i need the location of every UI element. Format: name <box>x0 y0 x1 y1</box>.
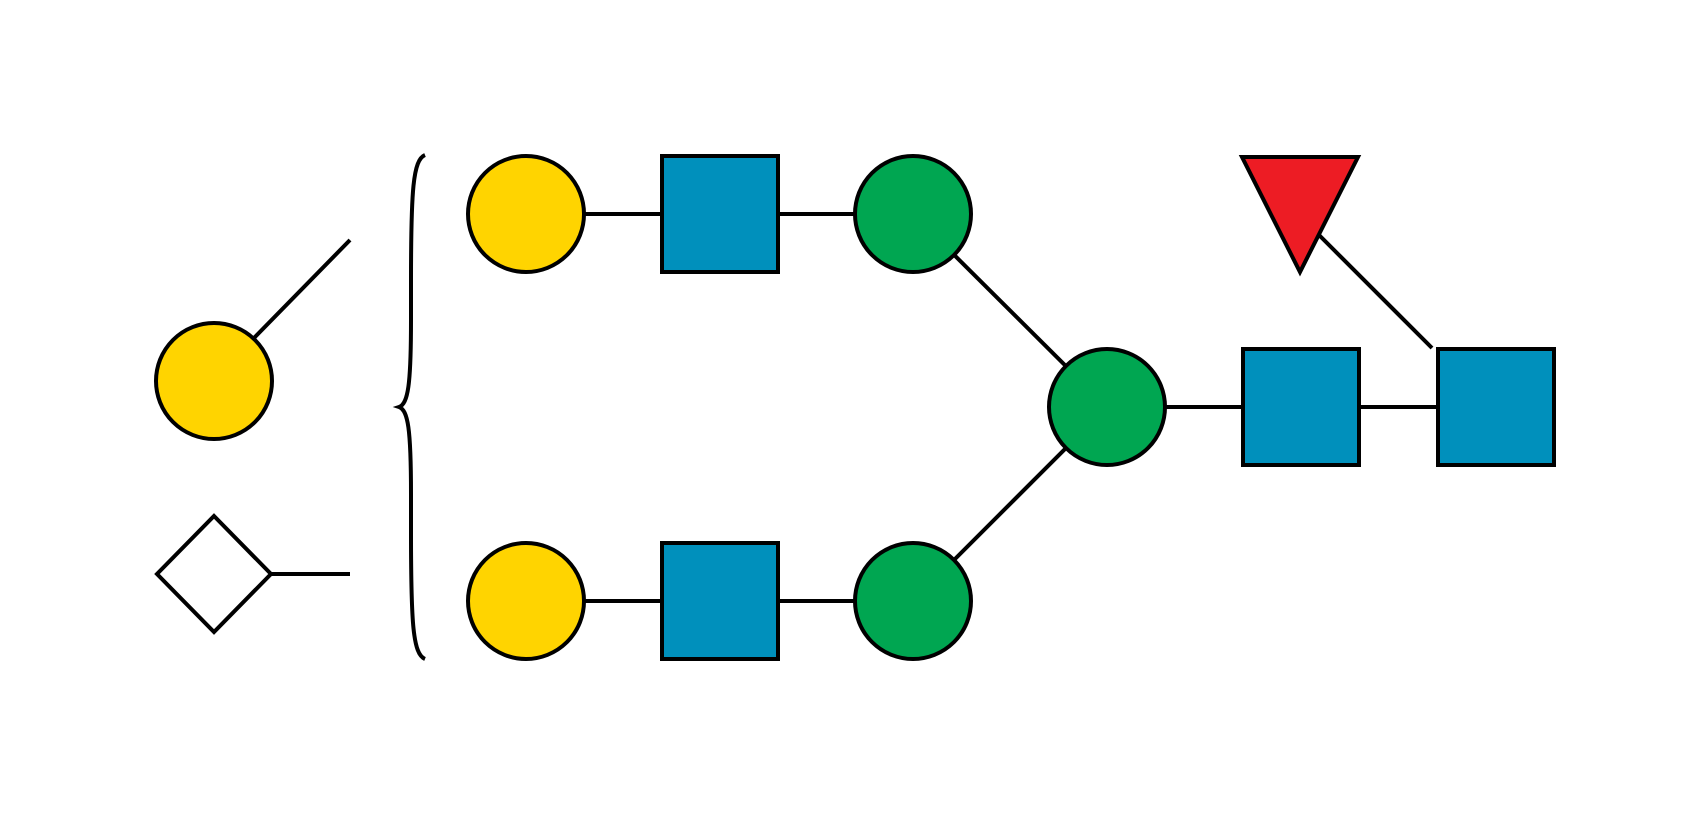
green-circle-icon <box>853 154 973 274</box>
yellow-circle-icon <box>466 541 586 661</box>
edge-ambiguous-galactose-stub <box>252 238 352 340</box>
edge-glcnac-root-to-fucose <box>1298 214 1434 350</box>
blue-square-icon <box>1241 347 1361 467</box>
blue-square-icon <box>660 154 780 274</box>
blue-square-icon <box>1436 347 1556 467</box>
monosaccharide-nodes <box>154 154 1556 661</box>
blue-square-icon <box>660 541 780 661</box>
curly-brace-icon <box>392 153 427 661</box>
green-circle-icon <box>853 541 973 661</box>
green-circle-icon <box>1047 347 1167 467</box>
red-triangle-icon <box>1238 155 1362 277</box>
yellow-circle-icon <box>466 154 586 274</box>
white-diamond-icon <box>154 513 274 635</box>
yellow-circle-icon <box>154 321 274 441</box>
